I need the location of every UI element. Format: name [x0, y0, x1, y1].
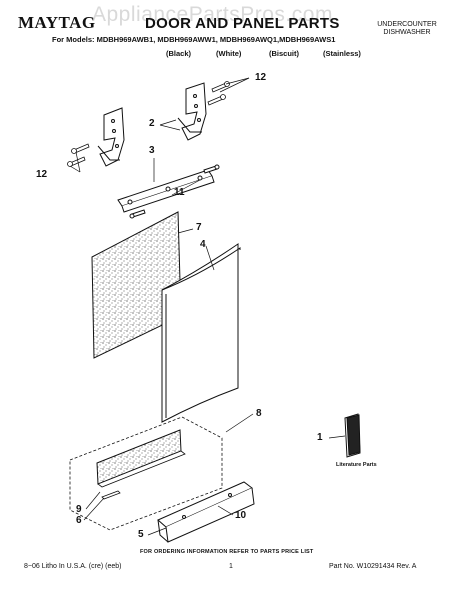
print-info: 8−06 Litho In U.S.A. (cre) (eeb)	[24, 563, 122, 570]
callout-5: 5	[138, 529, 144, 540]
toe-kick-panel	[157, 481, 255, 543]
variant-white: (White)	[216, 49, 242, 58]
callout-8: 8	[256, 408, 262, 419]
watermark: AppliancePartsPros.com	[92, 3, 333, 26]
callout-10: 10	[235, 510, 247, 521]
ordering-note: FOR ORDERING INFORMATION REFER TO PARTS …	[140, 549, 314, 555]
callout-4: 4	[200, 239, 206, 250]
variant-stainless: (Stainless)	[323, 49, 361, 58]
callout-6: 6	[76, 515, 82, 526]
lower-insulation	[96, 429, 186, 488]
bracket-assembly	[117, 164, 220, 219]
callout-3: 3	[149, 145, 155, 156]
callout-11: 11	[174, 187, 185, 198]
hinge-right	[177, 82, 207, 141]
outer-door-panel	[161, 243, 241, 423]
lower-panel-outline	[69, 416, 223, 531]
callout-12-left: 12	[36, 169, 48, 180]
part-number: Part No. W10291434 Rev. A	[329, 563, 417, 570]
variant-biscuit: (Biscuit)	[269, 49, 299, 58]
product-category: UNDERCOUNTER DISHWASHER	[372, 21, 442, 37]
page-number: 1	[229, 563, 233, 570]
lower-bracket-strip	[101, 490, 121, 500]
callout-9: 9	[76, 504, 82, 515]
model-list: For Models: MDBH969AWB1, MDBH969AWW1, MD…	[52, 35, 336, 44]
leader-lines	[69, 77, 346, 536]
callout-12-right: 12	[255, 72, 267, 83]
brand-logo: MAYTAG	[18, 13, 96, 32]
literature-parts-label: Literature Parts	[336, 462, 377, 468]
category-line-2: DISHWASHER	[383, 29, 431, 36]
variant-black: (Black)	[166, 49, 192, 58]
page-title: DOOR AND PANEL PARTS	[145, 15, 340, 32]
callout-7: 7	[196, 222, 202, 233]
callout-2: 2	[149, 118, 155, 129]
literature-booklet	[344, 413, 361, 458]
category-line-1: UNDERCOUNTER	[377, 21, 437, 28]
callout-1: 1	[317, 432, 323, 443]
hinge-left	[97, 107, 125, 167]
